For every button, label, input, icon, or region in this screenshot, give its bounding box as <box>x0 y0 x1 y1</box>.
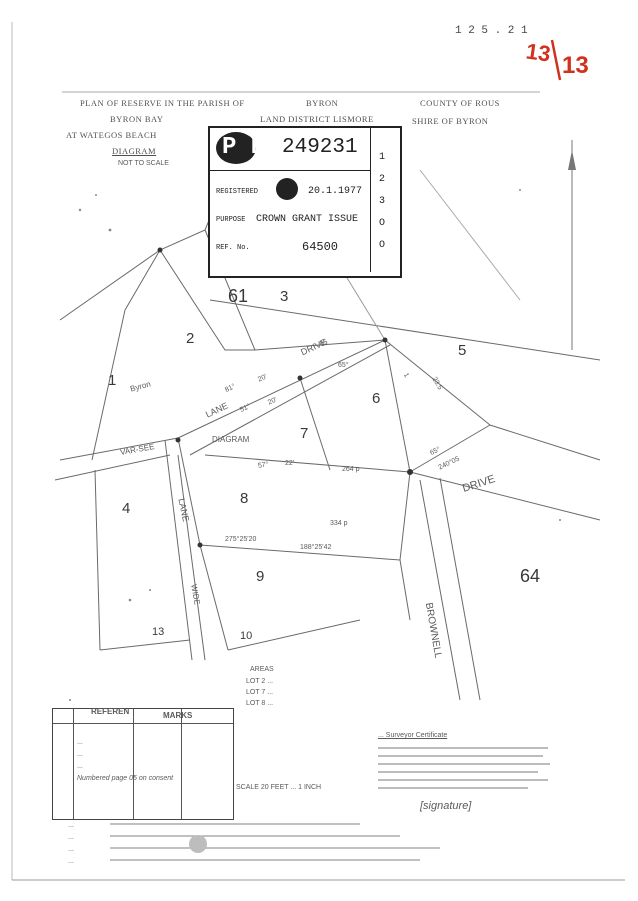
header-sub-label: NOT TO SCALE <box>118 160 169 167</box>
bearing-6: 65° <box>338 362 349 369</box>
certificate-signature: [signature] <box>420 800 472 812</box>
stamp-purpose-label: PURPOSE <box>216 216 246 224</box>
header-line3-left: AT WATEGOS BEACH <box>66 130 157 140</box>
stamp-side-mark-3: 3 <box>379 196 386 207</box>
lot-3: 3 <box>280 288 289 305</box>
stamp-registered-label: REGISTERED <box>216 188 259 196</box>
stamp-pp-letters: P P <box>222 134 266 161</box>
stamp-side-column: 1 2 3 O O <box>370 128 397 272</box>
lot-6: 6 <box>372 390 381 407</box>
stamp-side-mark-5: O <box>379 240 386 251</box>
stamp-side-mark-2: 2 <box>379 174 386 185</box>
header-line2-mid: LAND DISTRICT LISMORE <box>260 114 374 124</box>
lot-5: 5 <box>458 342 467 359</box>
stamp-ref-label: REF. No. <box>216 244 250 252</box>
stamp-side-mark-4: O <box>379 218 386 229</box>
lot-7: 7 <box>300 425 309 442</box>
footer-line-4: ... <box>68 858 74 865</box>
page-number-bottom: 13 <box>562 52 589 79</box>
bearing-8: 22' <box>285 460 295 467</box>
lot-9: 9 <box>256 568 265 585</box>
header-line1-left: PLAN OF RESERVE IN THE PARISH OF <box>80 98 245 108</box>
ref-table-row-4: Numbered page 05 on consent <box>77 775 174 782</box>
bearing-11: 188°25'42 <box>300 544 332 551</box>
ref-table-header-1: REFEREN <box>91 707 130 716</box>
registration-stamp: P P 249231 REGISTERED 20.1.1977 PURPOSE … <box>208 126 402 278</box>
footer-line-3: ... <box>68 846 74 853</box>
fax-corner-number: 1 2 5 . 2 1 <box>455 25 528 37</box>
lot-64: 64 <box>520 566 541 586</box>
ref-table-row-1: ... <box>77 739 83 746</box>
stamp-registered-date: 20.1.1977 <box>308 186 363 197</box>
reference-marks-table: REFEREN MARKS ... ... ... Numbered page … <box>52 707 234 820</box>
scale-text: SCALE 20 FEET ... 1 INCH <box>236 784 322 791</box>
lot-10: 10 <box>240 630 253 642</box>
ref-table-rule <box>53 723 233 724</box>
stamp-side-mark-1: 1 <box>379 152 386 163</box>
areas-line-1: AREAS <box>250 666 274 673</box>
certificate-title: ... Surveyor Certificate <box>378 732 448 739</box>
footer-line-1: ... <box>68 822 74 829</box>
bearing-9: 264 p <box>342 466 360 473</box>
stamp-pp-number: 249231 <box>282 136 358 159</box>
ref-table-col-2 <box>133 709 134 819</box>
areas-line-4: LOT 8 ... <box>246 700 274 707</box>
areas-line-3: LOT 7 ... <box>246 689 274 696</box>
page-number-slash <box>550 39 562 81</box>
ref-table-header-2: MARKS <box>163 711 193 720</box>
areas-line-2: LOT 2 ... <box>246 678 274 685</box>
lot-1: 1 <box>108 372 117 389</box>
ref-table-row-3: ... <box>77 763 83 770</box>
header-line1-right: COUNTY OF ROUS <box>420 98 500 108</box>
bearing-12: 334 p <box>330 520 348 527</box>
stamp-ref-value: 64500 <box>302 240 339 254</box>
diagram-tag: DIAGRAM <box>212 435 250 444</box>
header-line2-right: SHIRE OF BYRON <box>412 116 489 126</box>
header-line1-parish: BYRON <box>306 98 339 108</box>
lot-4: 4 <box>122 500 131 517</box>
ref-table-row-2: ... <box>77 751 83 758</box>
header-line2-left: BYRON BAY <box>110 114 164 124</box>
stamp-seal-small <box>276 178 298 200</box>
stamp-seal-circle <box>216 132 256 164</box>
certificate-text-block <box>378 747 550 789</box>
ref-table-col-1 <box>73 709 74 819</box>
stamp-divider <box>210 170 370 171</box>
lot-61: 61 <box>228 286 249 306</box>
stamp-purpose-value: CROWN GRANT ISSUE <box>256 214 359 225</box>
header-diagram-label: DIAGRAM <box>112 146 157 156</box>
ref-table-col-3 <box>181 709 182 819</box>
footer-line-2: ... <box>68 834 74 841</box>
footer-scan-noise <box>110 823 440 861</box>
lot-13: 13 <box>152 626 165 638</box>
lot-8: 8 <box>240 490 249 507</box>
bearing-10: 275°25'20 <box>225 536 257 543</box>
lot-2: 2 <box>186 330 195 347</box>
